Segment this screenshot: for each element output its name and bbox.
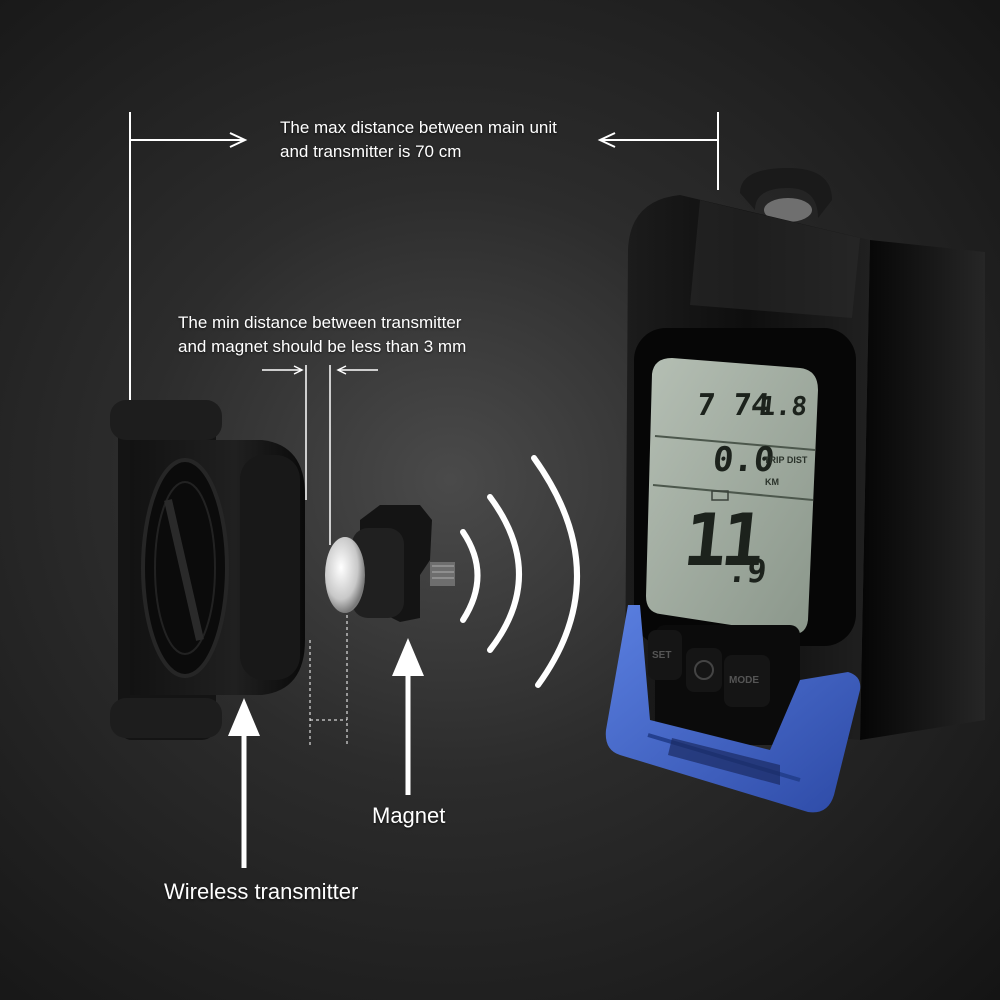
set-button[interactable] bbox=[648, 630, 682, 680]
mode-button-label: MODE bbox=[729, 675, 759, 686]
min-distance-text-2: and magnet should be less than 3 mm bbox=[178, 337, 467, 356]
transmitter-arrow bbox=[228, 698, 260, 736]
magnet-arrow bbox=[392, 638, 424, 676]
min-distance-dimension bbox=[262, 365, 378, 545]
signal-waves bbox=[460, 455, 580, 688]
magnet bbox=[325, 505, 455, 622]
gap-guide-lines bbox=[309, 615, 348, 745]
blue-mount bbox=[605, 605, 861, 813]
lcd-speed-decimal: .9 bbox=[726, 552, 769, 590]
lcd-trip-label: TRIP DIST bbox=[764, 455, 808, 465]
mode-button[interactable] bbox=[724, 655, 770, 707]
lcd-screen bbox=[646, 358, 818, 635]
battery-icon bbox=[711, 490, 729, 501]
transmitter-label: Wireless transmitter bbox=[164, 879, 359, 904]
lcd-odometer-decimal: 1.8 bbox=[758, 392, 809, 422]
wireless-transmitter bbox=[110, 400, 305, 740]
max-distance-dimension bbox=[129, 112, 719, 400]
min-distance-text-1: The min distance between transmitter bbox=[178, 313, 462, 332]
main-unit bbox=[625, 168, 985, 745]
lcd-trip-unit: KM bbox=[765, 477, 779, 487]
set-button-label: SET bbox=[652, 650, 672, 661]
magnet-label: Magnet bbox=[372, 803, 446, 828]
max-distance-text-1: The max distance between main unit bbox=[280, 118, 557, 137]
power-icon bbox=[694, 660, 714, 680]
max-distance-text-2: and transmitter is 70 cm bbox=[280, 142, 462, 161]
power-button[interactable] bbox=[686, 648, 722, 692]
